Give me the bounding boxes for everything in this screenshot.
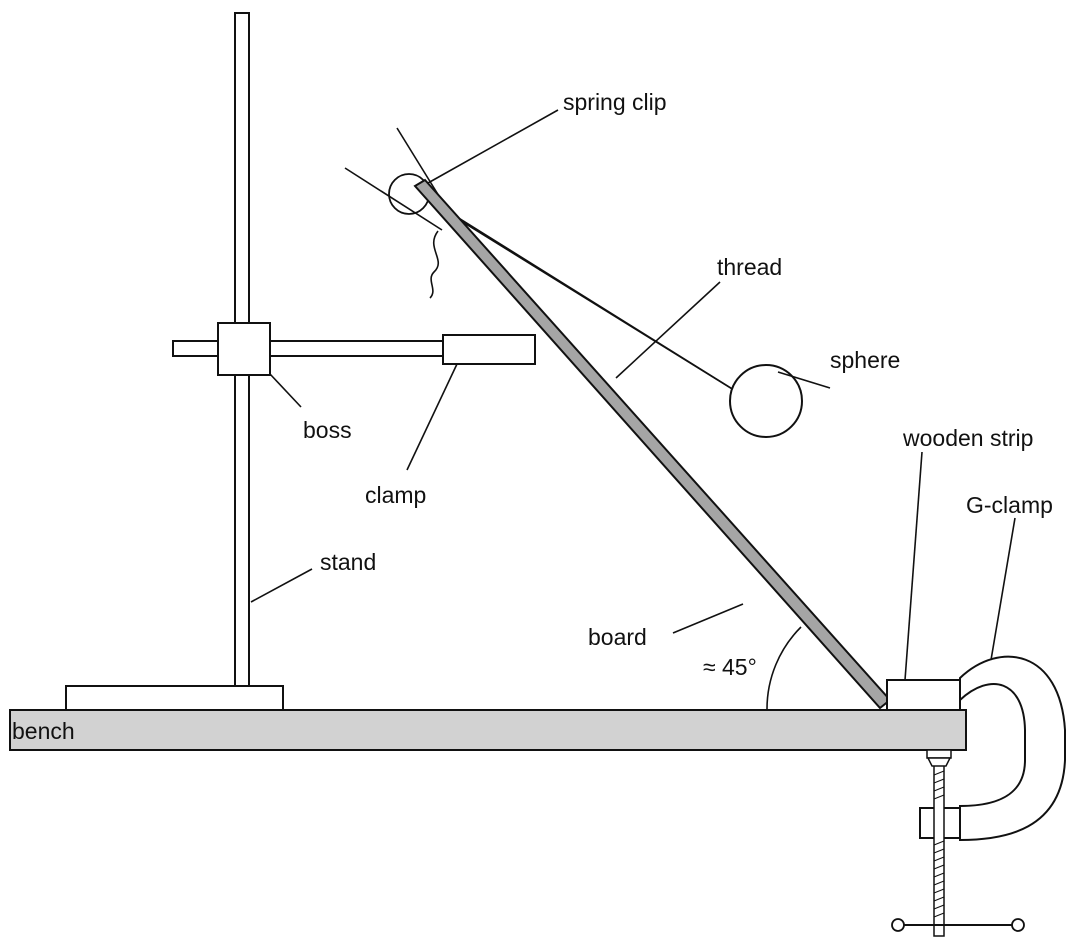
label-boss: boss xyxy=(303,417,352,443)
label-bench: bench xyxy=(12,718,75,744)
label-clamp: clamp xyxy=(365,482,426,508)
leader-g-clamp xyxy=(990,517,1016,661)
sphere xyxy=(729,364,803,438)
label-thread: thread xyxy=(717,254,782,280)
leader-sphere xyxy=(777,371,831,389)
g-clamp xyxy=(959,655,1066,842)
clamp-arm xyxy=(172,340,444,357)
clamp xyxy=(442,334,536,365)
g-clamp-screw xyxy=(933,757,945,937)
label-stand: stand xyxy=(320,549,376,575)
label-board: board xyxy=(588,624,647,650)
screw-thread xyxy=(933,770,945,918)
leader-board xyxy=(672,603,744,634)
label-g-clamp: G-clamp xyxy=(966,492,1053,518)
clip-arm-lower xyxy=(344,167,443,231)
bench xyxy=(9,709,967,751)
boss xyxy=(217,322,271,376)
stand-base xyxy=(65,685,284,711)
board xyxy=(413,178,892,710)
leader-spring-clip xyxy=(427,109,559,184)
t-handle-knob-right xyxy=(1011,918,1025,932)
t-handle-knob-left xyxy=(891,918,905,932)
leader-wooden-strip xyxy=(904,451,923,681)
leader-boss xyxy=(269,373,302,408)
label-spring-clip: spring clip xyxy=(563,89,667,115)
label-wooden-strip: wooden strip xyxy=(902,425,1033,451)
screw-cap xyxy=(926,757,952,767)
thread-edge xyxy=(416,191,751,401)
thread-loose-end xyxy=(429,230,440,299)
leader-thread xyxy=(615,281,721,379)
leader-stand xyxy=(250,568,313,603)
wooden-strip xyxy=(886,679,961,711)
angle-arc xyxy=(766,626,802,710)
screw-pad xyxy=(926,749,952,759)
label-angle: ≈ 45° xyxy=(703,654,757,680)
leader-clamp xyxy=(406,363,458,471)
label-sphere: sphere xyxy=(830,347,900,373)
